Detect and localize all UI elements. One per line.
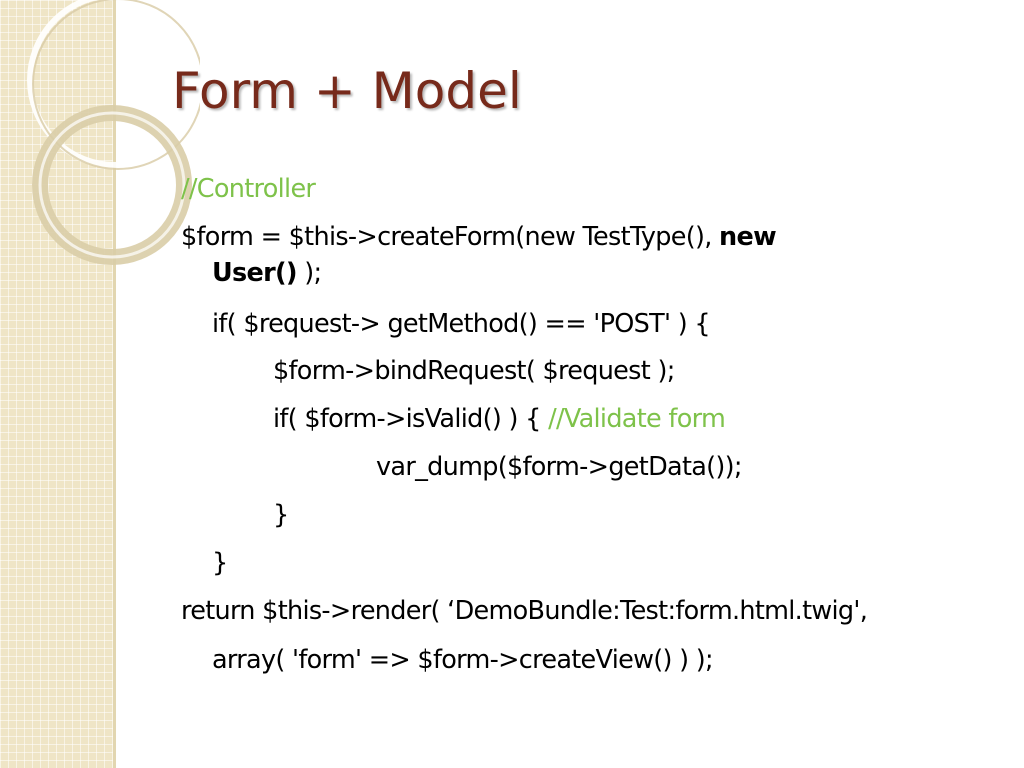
slide-title: Form + Model [172, 62, 522, 120]
code-line-user: User() ); [212, 258, 322, 288]
left-panel-edge [113, 0, 116, 768]
code-line-array-form: array( 'form' => $form->createView() ) )… [212, 645, 714, 675]
code-line-comment-controller: //Controller [181, 174, 316, 204]
deco-circle-large-shadow [32, 0, 200, 170]
code-text: ); [296, 258, 322, 288]
decorative-circles [27, 0, 200, 265]
code-line-close-brace-outer: } [212, 548, 228, 578]
code-text: if( $form->isValid() ) { [273, 404, 549, 434]
code-keyword-new: new [719, 222, 777, 252]
code-line-return-render: return $this->render( ‘DemoBundle:Test:f… [181, 596, 868, 626]
deco-circle-large [27, 0, 200, 168]
deco-circle-small-highlight [38, 111, 186, 259]
code-comment-validate: //Validate form [548, 404, 726, 434]
code-line-var-dump: var_dump($form->getData()); [376, 452, 743, 482]
code-line-create-form: $form = $this->createForm(new TestType()… [181, 222, 777, 252]
code-line-if-request: if( $request-> getMethod() == 'POST' ) { [212, 309, 711, 339]
code-text: $form = $this->createForm(new TestType()… [181, 222, 720, 252]
code-line-if-valid: if( $form->isValid() ) { //Validate form [273, 404, 726, 434]
code-line-close-brace-inner: } [273, 500, 289, 530]
code-line-bind-request: $form->bindRequest( $request ); [273, 356, 675, 386]
code-keyword-user: User() [212, 258, 298, 288]
